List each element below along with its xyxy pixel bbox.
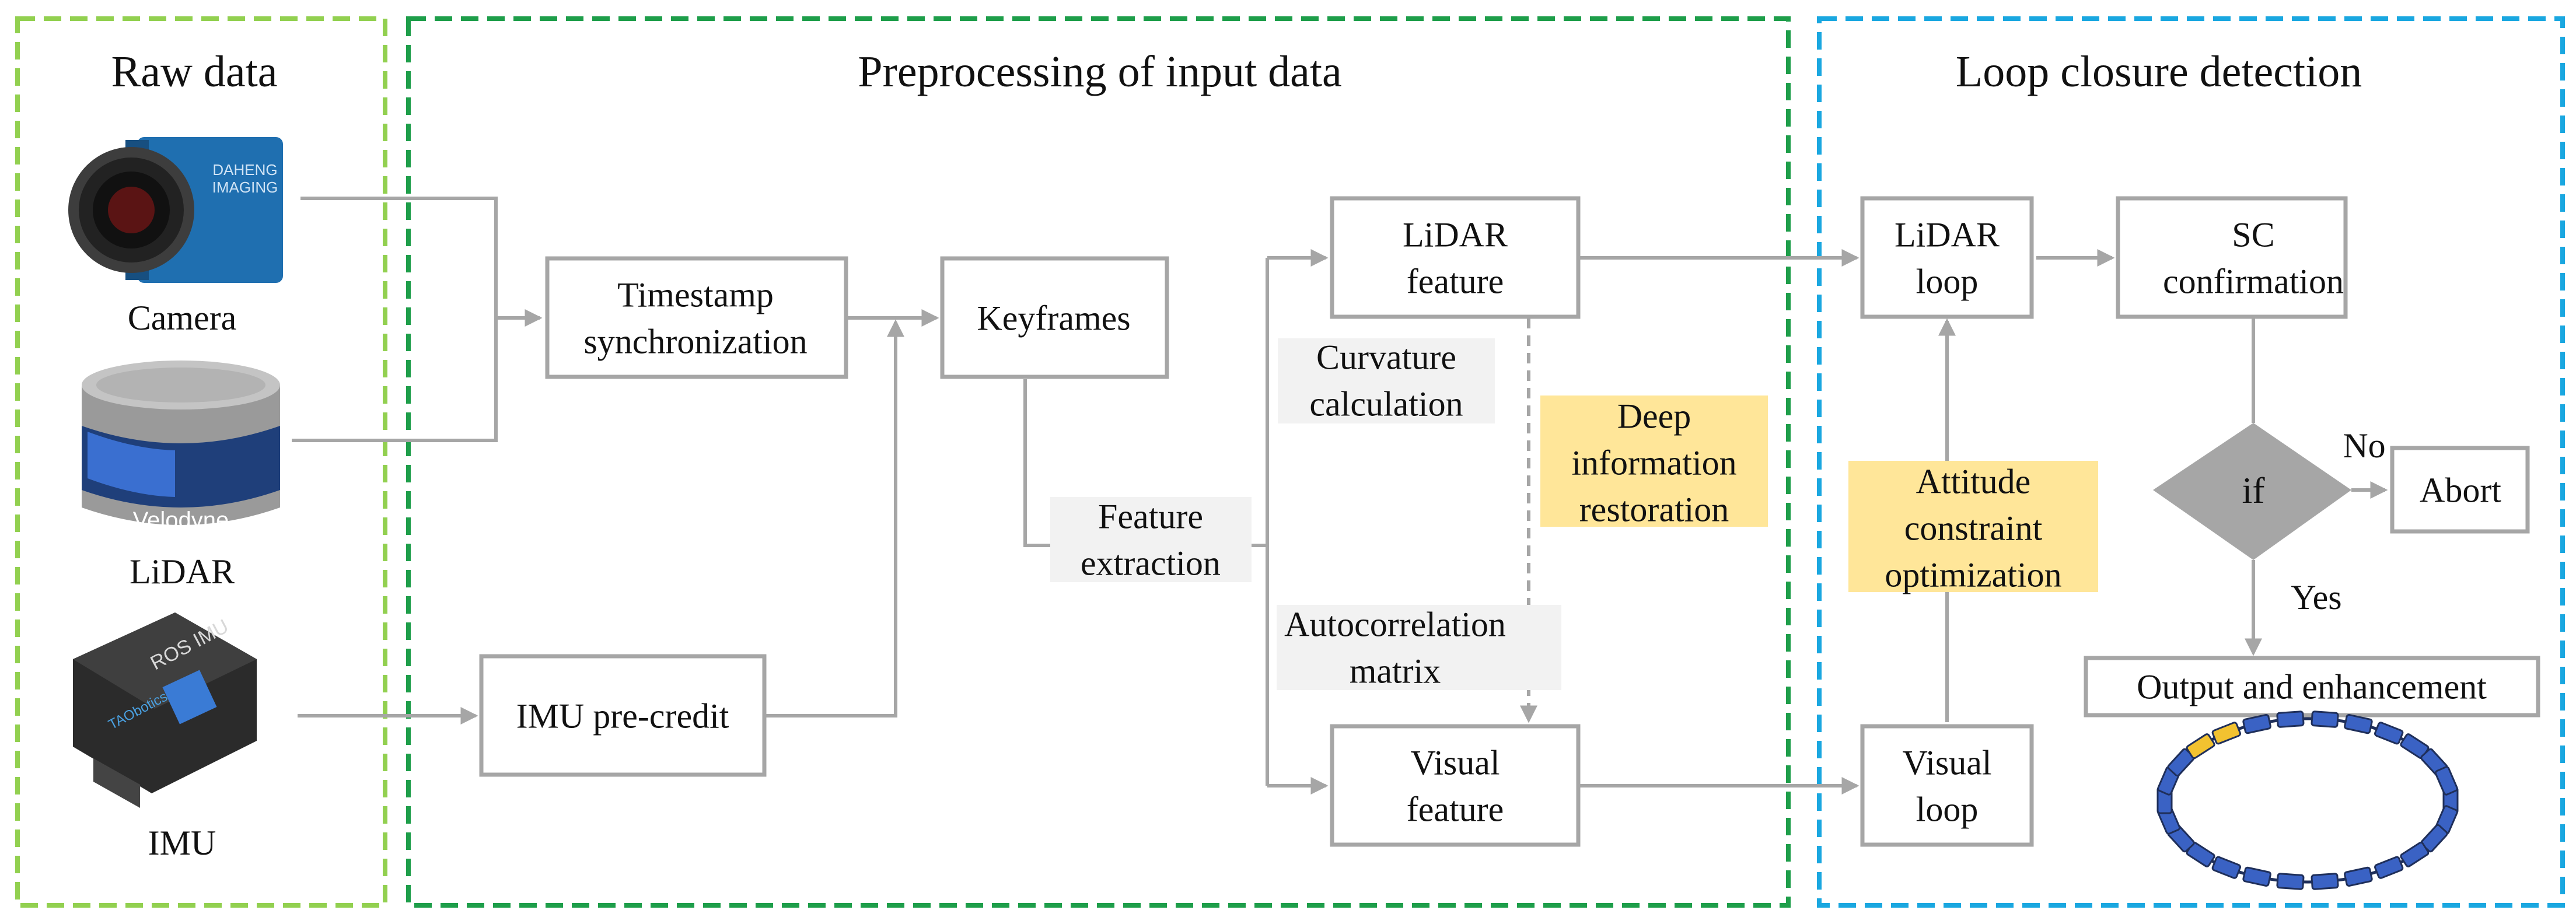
text-line: Attitude xyxy=(1916,462,2031,501)
decision-if-label: if xyxy=(2242,470,2265,511)
pose-node xyxy=(2276,873,2305,890)
text-line: Curvature xyxy=(1316,338,1456,376)
text-line: Timestamp xyxy=(617,275,774,314)
node-abort: Abort xyxy=(2390,446,2530,534)
text-line: Feature xyxy=(1098,497,1203,536)
text-line: restoration xyxy=(1579,490,1729,528)
pose-node xyxy=(2242,713,2271,734)
text-line: matrix xyxy=(1350,652,1441,690)
camera-icon: DAHENG IMAGING xyxy=(68,137,283,283)
text-line: Visual xyxy=(1410,743,1500,782)
text-line: feature xyxy=(1407,262,1504,300)
node-imu-pre-credit: IMU pre-credit xyxy=(479,654,767,777)
section-title-raw: Raw data xyxy=(111,47,278,96)
pose-node xyxy=(2311,873,2339,890)
text-line: information xyxy=(1571,443,1736,482)
lidar-label: LiDAR xyxy=(130,552,235,591)
node-timestamp-sync: Timestamp synchronization xyxy=(545,256,848,379)
text-line: LiDAR xyxy=(1403,215,1508,254)
decision-no-label: No xyxy=(2343,426,2385,465)
text-line: LiDAR xyxy=(1895,215,2000,254)
text-line: Keyframes xyxy=(977,299,1130,337)
text-line: Output and enhancement xyxy=(2137,667,2487,706)
node-sc-confirmation: SC confirmation xyxy=(2116,196,2348,319)
text-line: calculation xyxy=(1309,384,1463,423)
section-title-loop: Loop closure detection xyxy=(1956,47,2362,96)
text-line: IMU pre-credit xyxy=(516,696,729,735)
imu-label: IMU xyxy=(148,824,216,862)
text-line: Autocorrelation xyxy=(1284,605,1506,643)
label-attitude-constraint-optimization: Attitude constraint optimization xyxy=(1848,461,2098,594)
label-autocorrelation-matrix: Autocorrelation matrix xyxy=(1277,605,1561,690)
text-line: Abort xyxy=(2420,471,2501,509)
text-line: loop xyxy=(1916,262,1979,300)
edge-camera-sync xyxy=(300,197,543,327)
text-line: optimization xyxy=(1885,555,2061,594)
svg-text:DAHENG: DAHENG xyxy=(212,161,277,178)
pose-node xyxy=(2211,856,2242,879)
pose-node xyxy=(2344,713,2373,734)
decision-yes-label: Yes xyxy=(2291,578,2341,617)
pose-node xyxy=(2344,866,2373,887)
text-line: confirmation xyxy=(2163,262,2344,300)
lidar-brand: Velodyne xyxy=(133,508,229,533)
lidar-icon: Velodyne xyxy=(82,360,280,533)
pose-node xyxy=(2186,733,2215,760)
node-visual-feature: Visual feature xyxy=(1330,724,1581,847)
text-line: loop xyxy=(1916,790,1979,828)
text-line: Visual xyxy=(1902,743,1991,782)
edge-lidar-sync xyxy=(292,318,498,442)
pose-node xyxy=(2211,722,2242,745)
pose-node xyxy=(2276,710,2305,728)
text-line: extraction xyxy=(1081,544,1221,582)
node-lidar-feature: LiDAR feature xyxy=(1330,196,1581,319)
pose-node xyxy=(2434,766,2458,796)
node-lidar-loop: LiDAR loop xyxy=(1860,196,2034,319)
imu-icon: ROS IMU TAObotics xyxy=(73,612,257,808)
edge-imupre-keyframes xyxy=(764,319,904,718)
svg-text:IMAGING: IMAGING xyxy=(212,178,278,196)
node-visual-loop: Visual loop xyxy=(1860,724,2034,847)
section-title-preprocessing: Preprocessing of input data xyxy=(858,47,1341,96)
pose-node xyxy=(2242,866,2271,887)
node-keyframes: Keyframes xyxy=(940,256,1169,379)
pose-node xyxy=(2374,856,2404,879)
section-raw-data: Raw data xyxy=(15,16,387,908)
pose-node xyxy=(2311,710,2339,728)
node-output-enhancement: Output and enhancement xyxy=(2084,656,2540,718)
connectors xyxy=(292,197,2388,794)
pose-graph-icon xyxy=(2156,710,2459,890)
label-deep-information-restoration: Deep information restoration xyxy=(1540,396,1768,528)
pose-node xyxy=(2374,722,2404,745)
section-loop-closure: Loop closure detection xyxy=(1817,16,2565,908)
text-line: SC xyxy=(2232,215,2274,254)
text-line: synchronization xyxy=(583,322,807,360)
text-line: Deep xyxy=(1617,397,1691,435)
camera-label: Camera xyxy=(128,299,237,337)
pose-node xyxy=(2400,841,2430,867)
section-preprocessing: Preprocessing of input data xyxy=(406,16,1791,908)
label-curvature-calculation: Curvature calculation xyxy=(1278,338,1495,424)
label-feature-extraction: Feature extraction xyxy=(1050,497,1252,582)
decision-if: if xyxy=(2153,423,2351,560)
text-line: constraint xyxy=(1904,509,2043,547)
text-line: feature xyxy=(1407,790,1504,828)
